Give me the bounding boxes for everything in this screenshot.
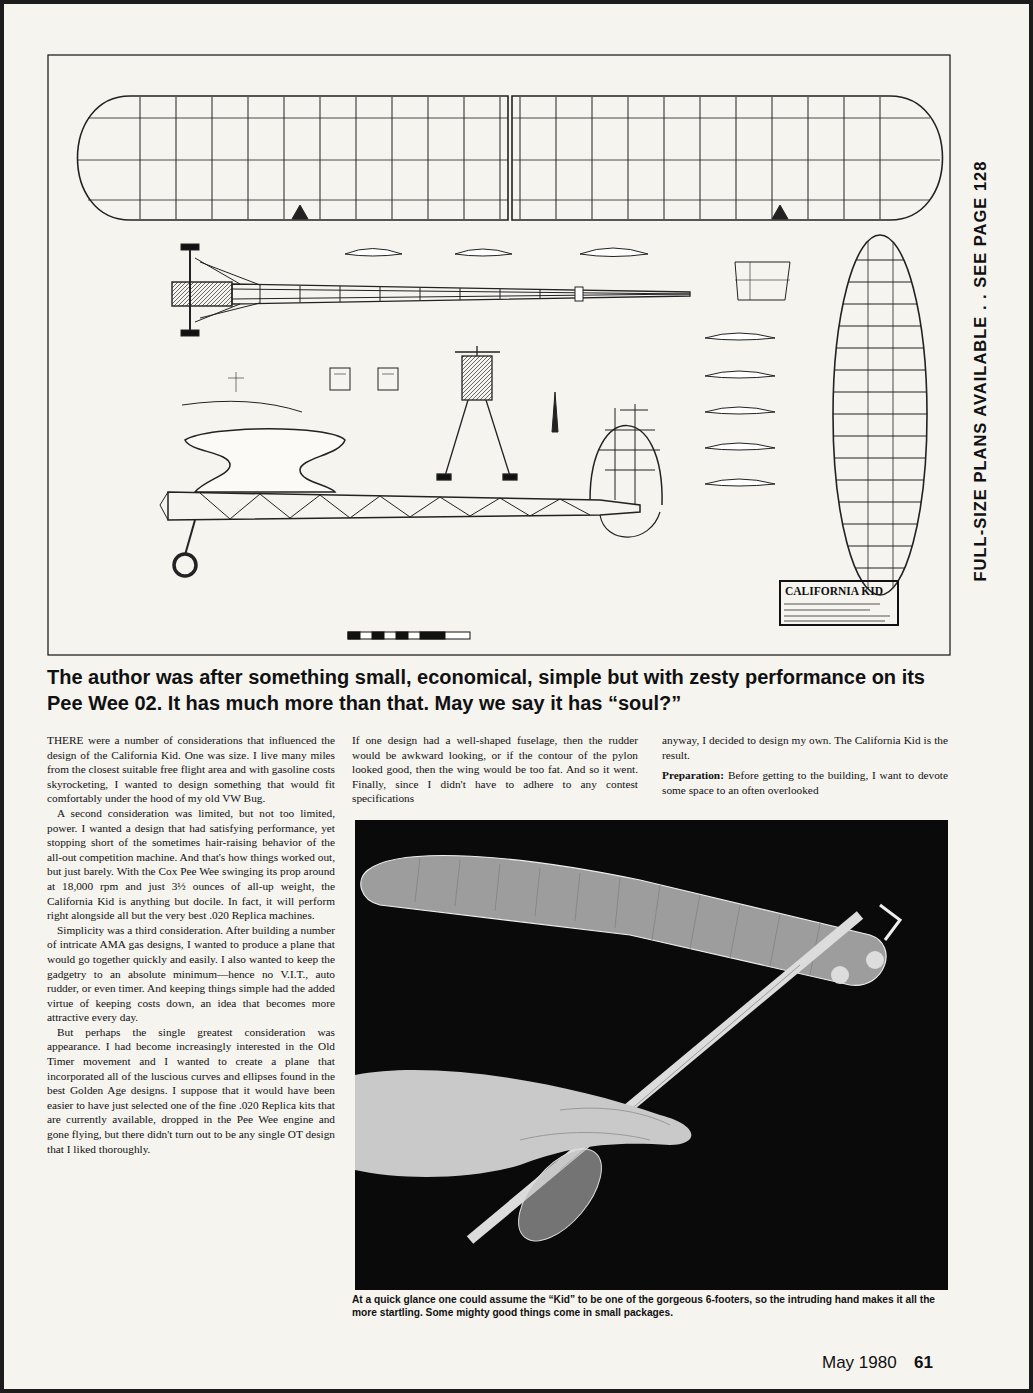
rib-profiles (705, 333, 775, 340)
model-photo (415, 858, 820, 975)
fuselage-top-view (181, 244, 199, 250)
scale-bar (348, 632, 360, 639)
wing-plan (512, 96, 943, 220)
fuselage-side-view (600, 512, 660, 537)
title-block-fine-print (784, 604, 890, 621)
title-block-fine-print (784, 604, 890, 621)
run-in-heading: Preparation: (662, 769, 724, 781)
headline: The author was after something small, ec… (47, 664, 952, 716)
fuselage-side-view (160, 492, 168, 520)
fuselage-top-view (181, 330, 199, 336)
plan-frame (48, 55, 950, 655)
landing-gear-front-view (437, 346, 517, 480)
stabilizer-plan (833, 235, 927, 595)
model-photo (355, 820, 948, 1290)
rib-profiles (334, 374, 394, 375)
fuselage-side-view (160, 404, 662, 576)
rib-profiles (705, 443, 775, 450)
stabilizer-plan (830, 230, 930, 600)
title-block: CALIFORNIA KID (779, 580, 899, 626)
landing-gear-front-view (455, 346, 500, 356)
fuselage-top-view (172, 244, 690, 336)
model-photo (831, 966, 849, 984)
side-banner: FULL-SIZE PLANS AVAILABLE . . SEE PAGE 1… (968, 136, 992, 606)
title-text: CALIFORNIA KID (781, 582, 897, 600)
model-photo (866, 951, 884, 969)
fuselage-side-view (598, 404, 660, 505)
stabilizer-plan (830, 260, 930, 568)
wing-plan (520, 97, 880, 219)
rib-profiles (552, 392, 558, 432)
scale-bar (372, 632, 384, 639)
model-photo (355, 820, 948, 1290)
fuselage-top-view (189, 246, 191, 334)
scale-bar (348, 632, 470, 639)
fuselage-side-view (168, 492, 640, 520)
rib-profiles (735, 262, 790, 300)
page-number: 61 (914, 1353, 933, 1373)
wing-plan (78, 118, 940, 200)
body-paragraph: THERE were a number of considerations th… (47, 733, 335, 806)
body-paragraph: But perhaps the single greatest consider… (47, 1025, 335, 1156)
fuselage-top-view (232, 285, 690, 303)
landing-gear-front-view (503, 474, 517, 480)
stabilizer-plan (868, 230, 893, 600)
photo-caption: At a quick glance one could assume the “… (352, 1293, 948, 1319)
wing-plan (78, 96, 943, 220)
rib-profiles (735, 262, 790, 300)
rib-profiles (705, 479, 775, 486)
scale-bar (348, 632, 470, 639)
wing-plan (292, 205, 788, 219)
rib-profiles (228, 372, 244, 392)
fuselage-top-view (575, 287, 583, 301)
rib-profiles (330, 368, 350, 390)
model-photo (361, 856, 886, 986)
scale-bar (396, 632, 408, 639)
rib-profiles (455, 249, 512, 256)
text-column: anyway, I decided to design my own. The … (662, 733, 948, 797)
fuselage-top-view (172, 282, 232, 306)
body-paragraph: Preparation:Before getting to the buildi… (662, 768, 948, 797)
text-column: THERE were a number of considerations th… (47, 733, 335, 1156)
rib-profiles (705, 407, 775, 414)
body-paragraph: Simplicity was a third consideration. Af… (47, 923, 335, 1025)
model-photo (880, 905, 900, 940)
fuselage-side-view (185, 429, 345, 492)
scale-bar (420, 632, 445, 639)
fuselage-top-view (195, 258, 260, 322)
wing-plan (140, 97, 500, 219)
fuselage-side-view (185, 520, 195, 555)
body-paragraph: A second consideration was limited, but … (47, 806, 335, 923)
rib-profiles (705, 371, 775, 378)
issue-date: May 1980 (822, 1353, 897, 1373)
fuselage-top-view (232, 284, 690, 304)
landing-gear-front-view (437, 474, 451, 480)
body-paragraph: If one design had a well-shaped fuselage… (352, 733, 638, 806)
landing-gear-front-view (445, 400, 510, 476)
fuselage-side-view (174, 554, 196, 576)
landing-gear-front-view (462, 356, 492, 400)
stabilizer-plan (830, 230, 930, 600)
rib-profiles (580, 248, 648, 257)
fuselage-side-view (590, 426, 662, 505)
rib-profiles (378, 368, 398, 390)
wing-plan (78, 96, 509, 220)
model-photo (520, 1108, 670, 1140)
rib-profiles (182, 401, 302, 412)
body-paragraph: anyway, I decided to design my own. The … (662, 733, 948, 762)
rib-profiles (345, 249, 402, 257)
text-column: If one design had a well-shaped fuselage… (352, 733, 638, 806)
model-photo (355, 1070, 691, 1177)
fuselage-side-view (200, 493, 590, 519)
